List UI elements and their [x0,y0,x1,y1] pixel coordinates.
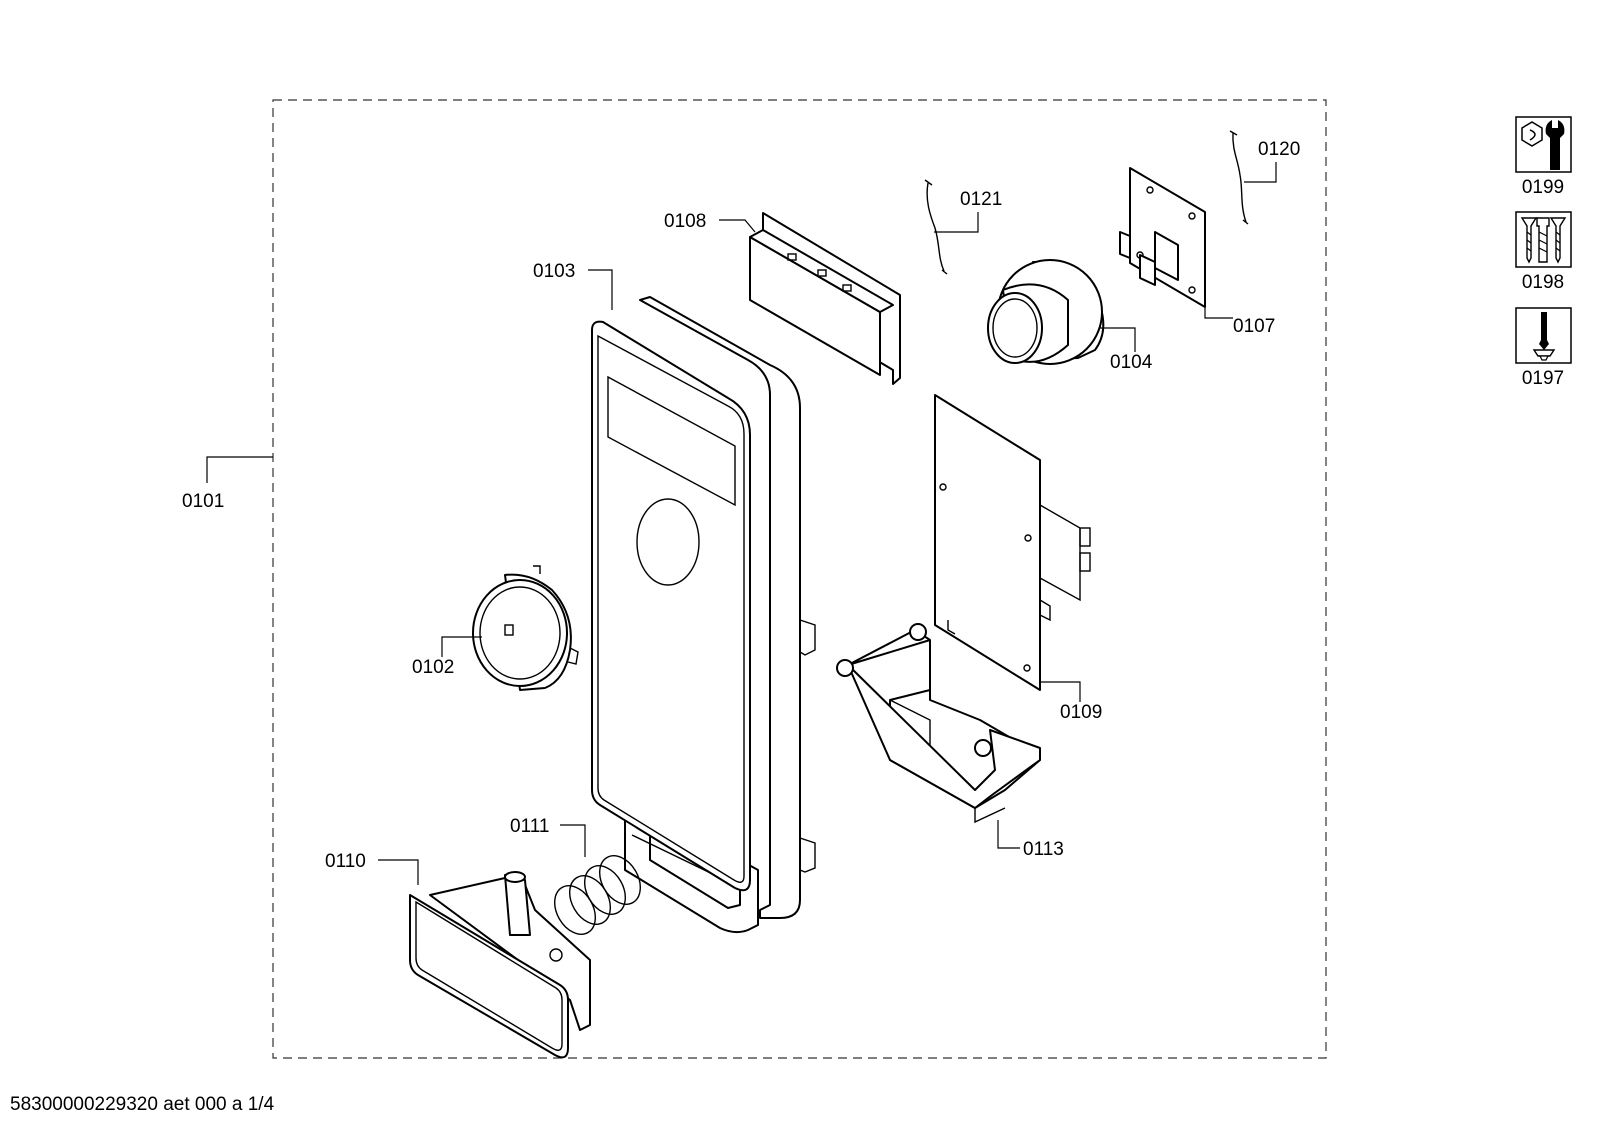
legend-screws[interactable] [1515,211,1572,268]
part-door-lever [836,623,1041,849]
callout-0111[interactable]: 0111 [510,816,549,837]
part-door-release-button [378,859,591,1059]
callout-0103[interactable]: 0103 [533,261,575,282]
legend-tools[interactable] [1515,116,1572,173]
legend-label-0199: 0199 [1521,177,1565,198]
callout-0108[interactable]: 0108 [664,211,706,232]
svg-text:0104: 0104 [1110,352,1153,373]
assembly-boundary [272,99,1327,1059]
svg-text:0113: 0113 [1023,839,1064,860]
part-wire-0120 [1229,130,1277,225]
legend-label-0197: 0197 [1521,368,1565,389]
svg-text:0109: 0109 [1060,702,1102,723]
callout-0110[interactable]: 0110 [325,851,366,872]
svg-text:0101: 0101 [182,491,224,512]
callout-0101[interactable]: 0101 [182,456,273,512]
part-power-board [934,394,1091,702]
callout-0120[interactable]: 0120 [1258,139,1300,160]
svg-text:0107: 0107 [1233,316,1275,337]
legend-label-0198: 0198 [1521,272,1565,293]
part-spring [554,824,641,935]
callout-0104[interactable]: 0104 [1110,352,1153,373]
part-encoder-board [1119,167,1233,319]
svg-text:0103: 0103 [533,261,575,282]
part-display-module [719,212,901,385]
svg-text:0121: 0121 [960,189,1002,210]
svg-text:0108: 0108 [664,211,706,232]
wrench-nut-icon [1521,120,1565,170]
legend-screwdriver[interactable] [1515,307,1572,364]
part-control-knob [987,259,1136,365]
svg-text:0120: 0120 [1258,139,1300,160]
callout-0121[interactable]: 0121 [960,189,1002,210]
screwdriver-icon [1532,312,1556,361]
part-control-panel-housing [588,269,816,934]
screws-icon [1520,217,1567,264]
callout-0113[interactable]: 0113 [1023,839,1064,860]
part-wire-0121 [924,179,979,275]
svg-text:0110: 0110 [325,851,366,872]
callout-0109[interactable]: 0109 [1060,702,1102,723]
part-knob-bezel-ring [441,565,579,691]
svg-text:0111: 0111 [510,816,549,837]
document-footer: 58300000229320 aet 000 a 1/4 [10,1094,275,1115]
svg-text:0102: 0102 [412,657,454,678]
callout-0102[interactable]: 0102 [412,657,454,678]
callout-0107[interactable]: 0107 [1233,316,1275,337]
